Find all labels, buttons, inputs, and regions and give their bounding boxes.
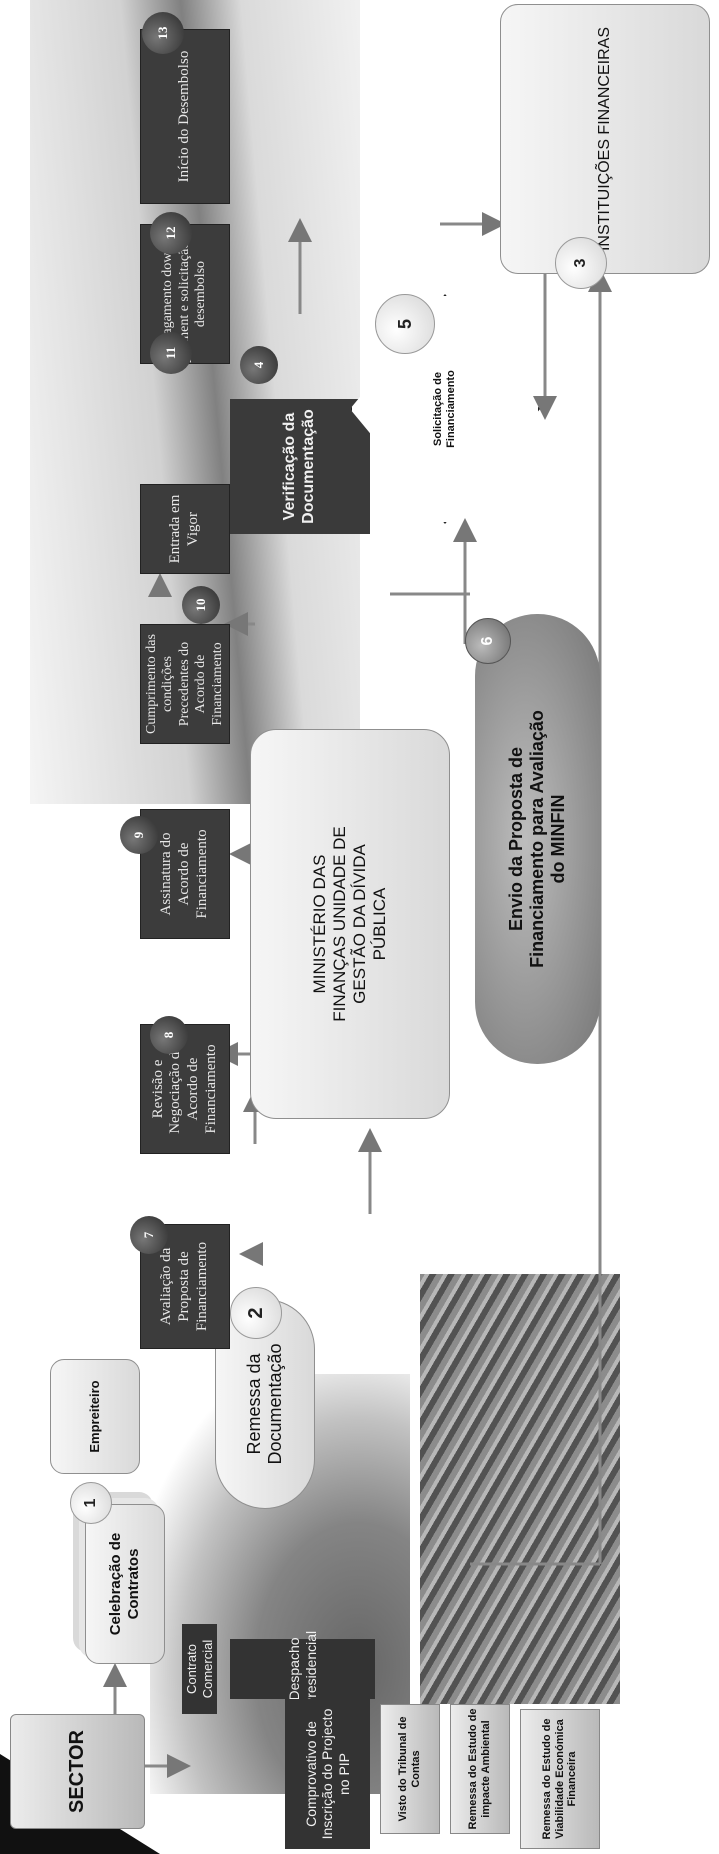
- contrato-comercial-label: Contrato Comercial: [184, 1639, 215, 1699]
- step-number-11: 11: [150, 332, 192, 374]
- step7-label: Avaliação da Proposta de Financiamento: [158, 1241, 210, 1332]
- step10-box: Cumprimento das condições Precedentes do…: [140, 624, 230, 744]
- celebracao-contratos-label: Celebração de Contratos: [107, 1532, 142, 1636]
- step-number-6: 6: [465, 618, 511, 664]
- contrato-comercial-box: Contrato Comercial: [182, 1624, 217, 1714]
- comprovativo-box: Comprovativo de Inscrição do Projecto no…: [285, 1699, 370, 1849]
- step-number-3: 3: [555, 237, 607, 289]
- sector-box: SECTOR: [10, 1714, 145, 1829]
- verificacao-label: Verificação da Documentação: [281, 409, 317, 524]
- step-number-1: 1: [70, 1482, 112, 1524]
- step-number-5: 5: [375, 294, 435, 354]
- empreiteiro-box: Empreiteiro: [50, 1359, 140, 1474]
- instituicoes-financeiras-box: INSTITUIÇÕES FINANCEIRAS: [500, 4, 710, 274]
- step9-label: Assinatura do Acordo de Financiamento: [158, 829, 210, 919]
- step-number-8: 8: [150, 1016, 188, 1054]
- step11-label: Entrada em Vigor: [167, 494, 201, 564]
- impacte-ambiental-box: Remessa do Estudo de impacte Ambiental: [450, 1704, 510, 1834]
- envio-proposta-label: Envio da Proposta de Financiamento para …: [505, 710, 569, 968]
- viabilidade-box: Remessa do Estudo de Viabilidade Económi…: [520, 1709, 600, 1849]
- impacte-ambiental-label: Remessa do Estudo de impacte Ambiental: [467, 1708, 492, 1830]
- envio-proposta-box: Envio da Proposta de Financiamento para …: [475, 614, 600, 1064]
- step-number-7: 7: [130, 1216, 168, 1254]
- solicitacao-label: Solicitação de Financiamento: [432, 370, 457, 448]
- step13-box: Início do Desembolso: [140, 29, 230, 204]
- step10-label: Cumprimento das condições Precedentes do…: [143, 634, 225, 734]
- viabilidade-label: Remessa do Estudo de Viabilidade Económi…: [540, 1718, 579, 1840]
- instituicoes-financeiras-label: INSTITUIÇÕES FINANCEIRAS: [595, 26, 613, 252]
- verificacao-box: Verificação da Documentação: [230, 399, 370, 534]
- celebracao-contratos-box: Celebração de Contratos: [85, 1504, 165, 1664]
- empreiteiro-label: Empreiteiro: [87, 1380, 103, 1453]
- step11-box: Entrada em Vigor: [140, 484, 230, 574]
- step13-label: Início do Desembolso: [176, 50, 193, 183]
- step-number-4: 4: [240, 346, 278, 384]
- step-number-13: 13: [142, 12, 184, 54]
- comprovativo-label: Comprovativo de Inscrição do Projecto no…: [302, 1708, 352, 1840]
- ministerio-financas-box: MINISTÉRIO DAS FINANÇAS UNIDADE DE GESTÃ…: [250, 729, 450, 1119]
- despacho-presidencial-label: Despacho Presidencial: [285, 1630, 319, 1708]
- visto-tribunal-label: Visto do Tribunal de Contas: [397, 1716, 422, 1822]
- despacho-presidencial-box: Despacho Presidencial: [230, 1631, 375, 1707]
- step-number-9: 9: [120, 816, 158, 854]
- step-number-10: 10: [182, 586, 220, 624]
- sector-label: SECTOR: [65, 1730, 88, 1813]
- step-number-12: 12: [150, 212, 192, 254]
- ministerio-financas-label: MINISTÉRIO DAS FINANÇAS UNIDADE DE GESTÃ…: [309, 826, 390, 1022]
- step-number-2: 2: [230, 1287, 282, 1339]
- visto-tribunal-box: Visto do Tribunal de Contas: [380, 1704, 440, 1834]
